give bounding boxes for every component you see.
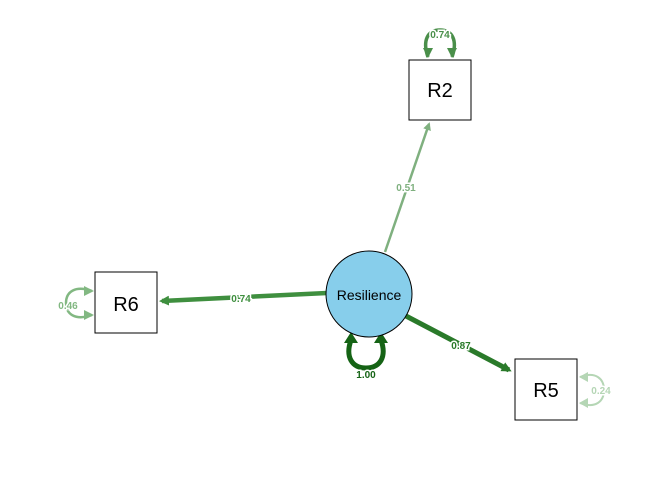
variance-label-resilience: 1.00 [356,370,376,381]
variance-arrowhead-r2-left [423,48,433,58]
indicator-box-r6 [94,271,158,334]
loading-label-r2: 0.51 [396,183,416,194]
latent-node-resilience [325,250,413,338]
indicator-label-r5: R5 [533,380,559,402]
latent-label-resilience: Resilience [337,287,402,303]
indicator-label-r2: R2 [427,80,453,102]
indicator-box-r2 [408,59,472,121]
variance-label-r6: 0.46 [58,301,78,312]
variance-loop-resilience [346,339,386,371]
variance-arrowhead-r2-right [447,48,457,58]
loading-arrow-r2 [383,122,431,253]
variance-label-r2: 0.74 [430,30,450,41]
indicator-label-r6: R6 [113,294,139,316]
loading-arrow-r6 [159,290,328,306]
variance-loop-r6 [64,287,93,319]
variance-arrowhead-r5-top [579,372,588,382]
variance-arrowhead-r6-top [84,286,94,296]
variance-arrowhead-r6-bottom [84,310,94,320]
indicator-box-r5 [514,358,578,421]
variance-arrowhead-resilience-left [344,332,358,343]
loading-label-r6: 0.74 [231,294,251,305]
variance-loop-r2 [423,28,457,58]
loading-arrow-r5 [404,313,512,373]
variance-label-r5: 0.24 [591,386,611,397]
variance-arrowhead-r5-bottom [579,398,588,408]
variance-arrowhead-resilience-right [374,332,388,343]
loading-label-r5: 0.87 [451,341,471,352]
variance-loop-r5 [579,373,606,407]
